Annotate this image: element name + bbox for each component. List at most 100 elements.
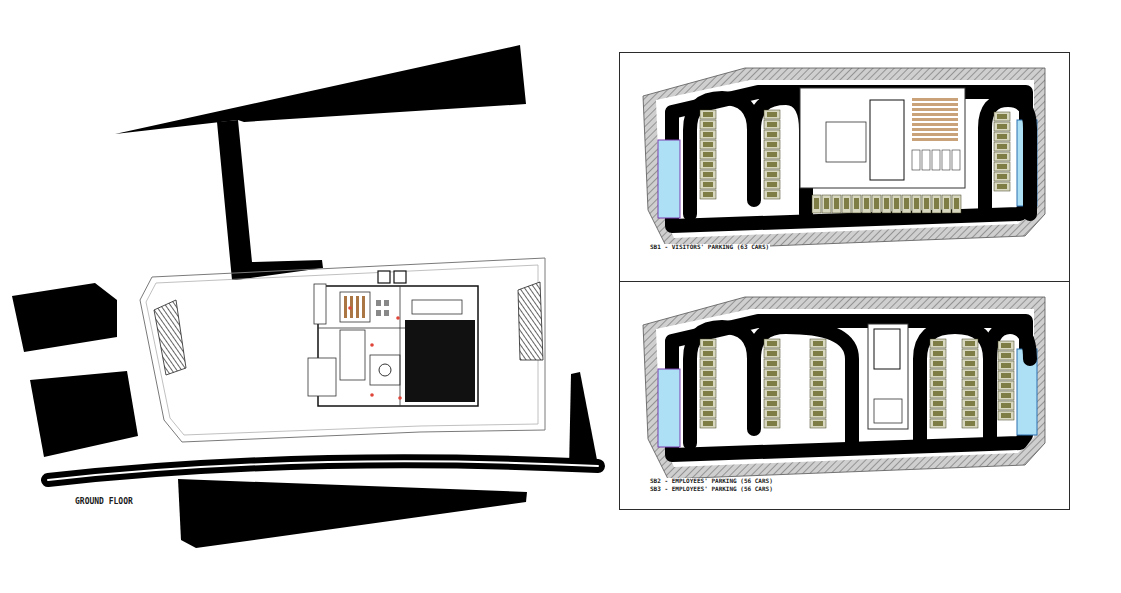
car-symbol: [767, 122, 777, 127]
car-symbol: [965, 401, 975, 406]
parking-bay: [700, 170, 716, 179]
parking-bay: [962, 359, 978, 368]
fire-point: [370, 343, 374, 347]
car-symbol: [703, 411, 713, 416]
parking-bay: [764, 130, 780, 139]
car-symbol: [703, 122, 713, 127]
parking-bay: [700, 349, 716, 358]
car-symbol: [767, 421, 777, 426]
room: [412, 300, 462, 314]
parking-bay: [832, 195, 841, 213]
parking-bay: [932, 150, 940, 170]
parking-bay: [942, 150, 950, 170]
room: [874, 399, 902, 423]
parking-bay: [930, 389, 946, 398]
car-symbol: [703, 361, 713, 366]
parking-bay: [872, 195, 881, 213]
parking-bay: [998, 391, 1014, 400]
access-wing: [217, 120, 323, 280]
parking-bay: [764, 359, 780, 368]
service-core: [868, 324, 908, 429]
car-symbol: [954, 198, 959, 209]
parking-bay: [882, 195, 891, 213]
parking-bay: [700, 409, 716, 418]
parking-bay: [962, 379, 978, 388]
parking-bay: [764, 180, 780, 189]
seating-row: [912, 108, 958, 111]
parking-bay: [700, 120, 716, 129]
basement-floor: [656, 309, 1034, 467]
car-symbol: [703, 381, 713, 386]
drive-loop: [690, 327, 852, 443]
parking-bay: [862, 195, 871, 213]
neighbour-building: [115, 45, 526, 134]
parking-bay: [942, 195, 951, 213]
parking-bay: [852, 195, 861, 213]
car-symbol: [813, 371, 823, 376]
fire-point: [348, 306, 352, 310]
parking-bay: [994, 172, 1010, 181]
car-symbol: [703, 132, 713, 137]
stair: [314, 284, 326, 324]
parking-bay: [700, 359, 716, 368]
parking-bay: [998, 381, 1014, 390]
parking-bay: [764, 349, 780, 358]
car-symbol: [933, 401, 943, 406]
furniture: [356, 296, 359, 318]
car-symbol: [767, 401, 777, 406]
car-symbol: [813, 411, 823, 416]
car-symbol: [894, 198, 899, 209]
retaining-wall: [643, 68, 1045, 250]
car-symbol: [703, 341, 713, 346]
car-symbol: [997, 164, 1007, 169]
car-symbol: [934, 198, 939, 209]
car-symbol: [703, 152, 713, 157]
ramp: [658, 369, 680, 447]
parking-bay: [764, 389, 780, 398]
parking-bay: [810, 419, 826, 428]
annex-room: [308, 358, 336, 396]
furniture: [376, 300, 381, 306]
parking-bay: [962, 389, 978, 398]
car-symbol: [933, 411, 943, 416]
parking-bay: [912, 195, 921, 213]
parking-bay: [998, 351, 1014, 360]
car-symbol: [997, 134, 1007, 139]
parking-bay: [810, 389, 826, 398]
car-symbol: [844, 198, 849, 209]
car-symbol: [933, 381, 943, 386]
car-symbol: [767, 192, 777, 197]
car-symbol: [813, 421, 823, 426]
parking-bay: [700, 379, 716, 388]
fixture: [379, 364, 391, 376]
parking-bay: [700, 150, 716, 159]
room: [340, 330, 365, 380]
sheet-frame: SB1 - VISITORS' PARKING (63 CARS): [619, 52, 1070, 282]
car-symbol: [824, 198, 829, 209]
car-symbol: [1001, 393, 1011, 398]
car-symbol: [813, 341, 823, 346]
car-symbol: [813, 381, 823, 386]
furniture: [384, 300, 389, 306]
parking-bay: [700, 160, 716, 169]
ramp: [154, 300, 186, 375]
car-symbol: [1001, 413, 1011, 418]
room: [340, 292, 370, 322]
car-symbol: [997, 124, 1007, 129]
furniture: [344, 296, 347, 318]
ramp: [658, 140, 680, 218]
wall: [400, 286, 401, 406]
parking-bay: [810, 349, 826, 358]
parking-bay: [952, 150, 960, 170]
parking-bay: [810, 369, 826, 378]
parking-bay: [810, 409, 826, 418]
fire-point: [398, 396, 402, 400]
parking-bay: [700, 399, 716, 408]
car-symbol: [1001, 343, 1011, 348]
car-symbol: [1001, 353, 1011, 358]
parking-bay: [764, 160, 780, 169]
car-symbol: [884, 198, 889, 209]
parking-bay: [810, 379, 826, 388]
car-symbol: [965, 361, 975, 366]
